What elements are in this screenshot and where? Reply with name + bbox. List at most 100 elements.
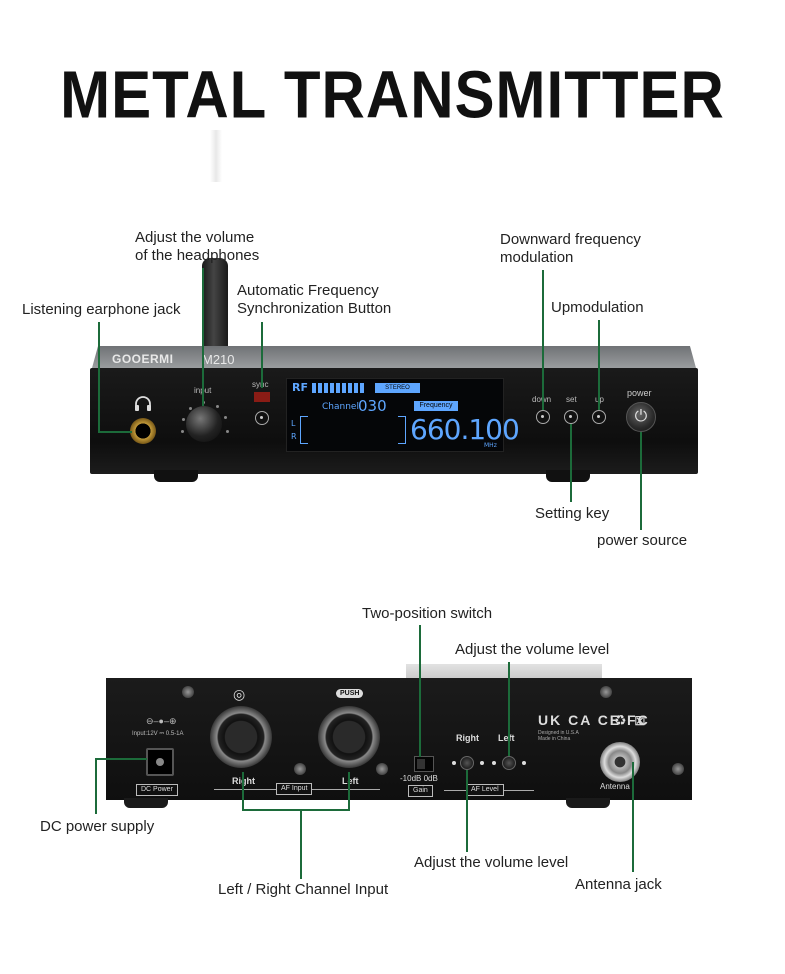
dc-power-jack[interactable] [146, 748, 174, 776]
down-button[interactable] [536, 410, 550, 424]
earphone-jack[interactable] [130, 418, 156, 444]
model-name: M210 [202, 352, 235, 367]
antenna [202, 258, 228, 350]
callout-line-sync [261, 322, 263, 388]
callout-volume-headphones-line2: of the headphones [135, 247, 260, 264]
headphones-icon [135, 396, 151, 411]
channel-label: Channel [322, 402, 359, 412]
level-dot [480, 761, 484, 765]
callout-earphone-jack: Listening earphone jack [22, 301, 181, 318]
level-trim-right[interactable] [460, 756, 474, 770]
knob-tick [224, 416, 227, 419]
back-panel [106, 678, 692, 800]
stereo-indicator: STEREO [375, 383, 420, 393]
power-label: power [627, 388, 652, 398]
push-latch[interactable]: PUSH [336, 689, 364, 698]
back-foot-right [566, 798, 610, 808]
dc-spec-text: Input:12V ⎓ 0.5-1A [132, 731, 184, 737]
power-button[interactable]: ⏻ [626, 402, 656, 432]
lcd-left-channel: L [291, 419, 296, 428]
back-foot-left [124, 798, 168, 808]
callout-line-input-left [348, 772, 350, 810]
lcd-bracket-right [398, 416, 406, 444]
knob-tick [189, 407, 192, 410]
knob-tick [216, 405, 219, 408]
af-level-right-label: Right [456, 733, 479, 743]
callout-line-set [570, 424, 572, 502]
knob-tick [226, 430, 229, 433]
callout-line-up [598, 320, 600, 410]
page-title: METAL TRANSMITTER [60, 56, 725, 133]
screw [376, 763, 388, 775]
screw [600, 686, 612, 698]
callout-adjust-volume-top: Adjust the volume level [455, 641, 610, 658]
level-trim-left[interactable] [502, 756, 516, 770]
level-dot [522, 761, 526, 765]
af-input-tag: AF Input [276, 783, 313, 795]
callout-line-earphone-v [98, 322, 100, 432]
front-foot-right [546, 470, 590, 482]
callout-line-antenna [632, 762, 634, 872]
rf-meter [312, 383, 366, 393]
gain-tag: Gain [408, 785, 433, 797]
dc-polarity-icon: ⊖–●–⊕ [146, 716, 177, 726]
designed-in-text: Designed in U.S.A [538, 730, 579, 736]
callout-line-earphone-h [98, 431, 132, 433]
callout-sync-line1: Automatic Frequency [237, 282, 379, 299]
callout-line-volume-top [508, 662, 510, 756]
callout-dc-power-supply: DC power supply [40, 818, 155, 835]
certification-marks: UK CA CE FC [538, 712, 650, 728]
callout-line-dc-v [95, 758, 97, 814]
xlr-input-right[interactable] [210, 706, 272, 768]
up-button[interactable] [592, 410, 606, 424]
set-label: set [566, 395, 577, 404]
xlr-input-left[interactable] [318, 706, 380, 768]
antenna-jack[interactable] [600, 742, 640, 782]
set-button[interactable] [564, 410, 578, 424]
volume-knob[interactable] [186, 406, 222, 442]
rf-label: RF [292, 381, 308, 394]
antenna-reflection [210, 130, 222, 182]
sync-button[interactable] [255, 411, 269, 425]
antenna-label: Antenna [600, 782, 630, 791]
screw [672, 763, 684, 775]
frequency-value: 660.100 [410, 413, 520, 446]
recycle-icon: ♻ [614, 712, 627, 728]
level-dot [452, 761, 456, 765]
af-level-tag: AF Level [466, 784, 504, 796]
lcd-bracket-left [300, 416, 308, 444]
gain-switch[interactable] [414, 756, 434, 772]
knob-tick [182, 418, 185, 421]
down-label: down [532, 391, 551, 409]
callout-sync-line2: Synchronization Button [237, 300, 392, 317]
callout-two-position-switch: Two-position switch [362, 605, 493, 622]
callout-power-source: power source [597, 532, 688, 549]
frequency-unit: MHz [484, 442, 497, 449]
callout-adjust-volume-bottom: Adjust the volume level [414, 854, 569, 871]
gain-values: -10dB 0dB [400, 774, 438, 783]
level-dot [492, 761, 496, 765]
callout-line-switch [419, 625, 421, 757]
callout-line-input-h [242, 809, 350, 811]
weee-bin-icon: ⊠ [634, 712, 646, 728]
callout-line-input-right [242, 772, 244, 810]
af-input-left-label: Left [342, 776, 359, 786]
callout-lr-channel-input: Left / Right Channel Input [218, 881, 389, 898]
knob-tick [181, 430, 184, 433]
back-top-plate [406, 664, 602, 680]
frequency-label: Frequency [414, 401, 458, 411]
callout-volume-headphones-line1: Adjust the volume [135, 229, 255, 246]
screw [182, 686, 194, 698]
screw [294, 763, 306, 775]
callout-line-volume-bottom [466, 770, 468, 852]
brand-logo: GOOERMI [112, 352, 174, 366]
sync-led [254, 392, 270, 402]
front-top-plate [92, 346, 696, 368]
dc-power-tag: DC Power [136, 784, 178, 796]
callout-line-volume [202, 268, 204, 406]
callout-line-power [640, 432, 642, 530]
front-foot-left [154, 470, 198, 482]
callout-up: Upmodulation [551, 299, 644, 316]
callout-line-down [542, 270, 544, 410]
lcd-right-channel: R [291, 432, 297, 441]
